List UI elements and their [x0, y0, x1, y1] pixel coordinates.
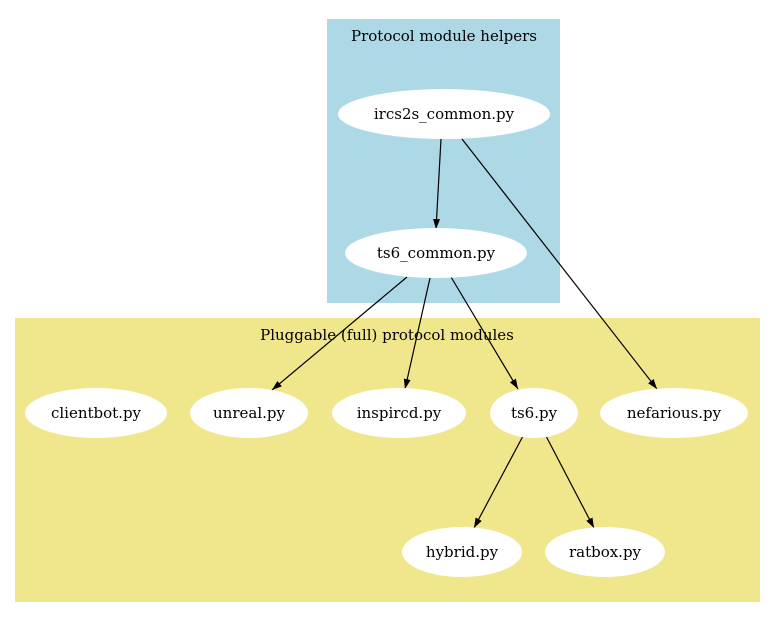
edge-ircs2s-nefarious — [461, 138, 658, 390]
node-ts6: ts6.py — [490, 388, 578, 438]
edge-ts6common-ts6 — [450, 276, 519, 390]
edge-ts6common-unreal — [271, 276, 408, 391]
node-label: nefarious.py — [627, 404, 722, 422]
node-ts6-common: ts6_common.py — [345, 228, 527, 278]
edge-ts6common-inspircd — [403, 277, 431, 390]
edges — [271, 138, 658, 529]
cluster-modules-label: Pluggable (full) protocol modules — [260, 326, 514, 344]
node-label: ts6_common.py — [377, 244, 496, 262]
node-label: ratbox.py — [569, 543, 642, 561]
node-inspircd: inspircd.py — [332, 388, 466, 438]
node-label: hybrid.py — [426, 543, 499, 561]
node-label: ts6.py — [511, 404, 558, 422]
node-label: clientbot.py — [51, 404, 142, 422]
edge-ts6-hybrid — [473, 435, 524, 529]
node-ratbox: ratbox.py — [545, 527, 665, 577]
node-hybrid: hybrid.py — [402, 527, 522, 577]
cluster-helpers-label: Protocol module helpers — [351, 27, 537, 45]
node-label: unreal.py — [213, 404, 285, 422]
node-label: ircs2s_common.py — [374, 105, 515, 123]
node-clientbot: clientbot.py — [25, 388, 167, 438]
edge-ircs2s-ts6common — [433, 138, 442, 230]
node-label: inspircd.py — [357, 404, 442, 422]
edge-ts6-ratbox — [545, 435, 595, 529]
node-unreal: unreal.py — [190, 388, 308, 438]
node-ircs2s-common: ircs2s_common.py — [338, 89, 550, 139]
node-nefarious: nefarious.py — [600, 388, 748, 438]
